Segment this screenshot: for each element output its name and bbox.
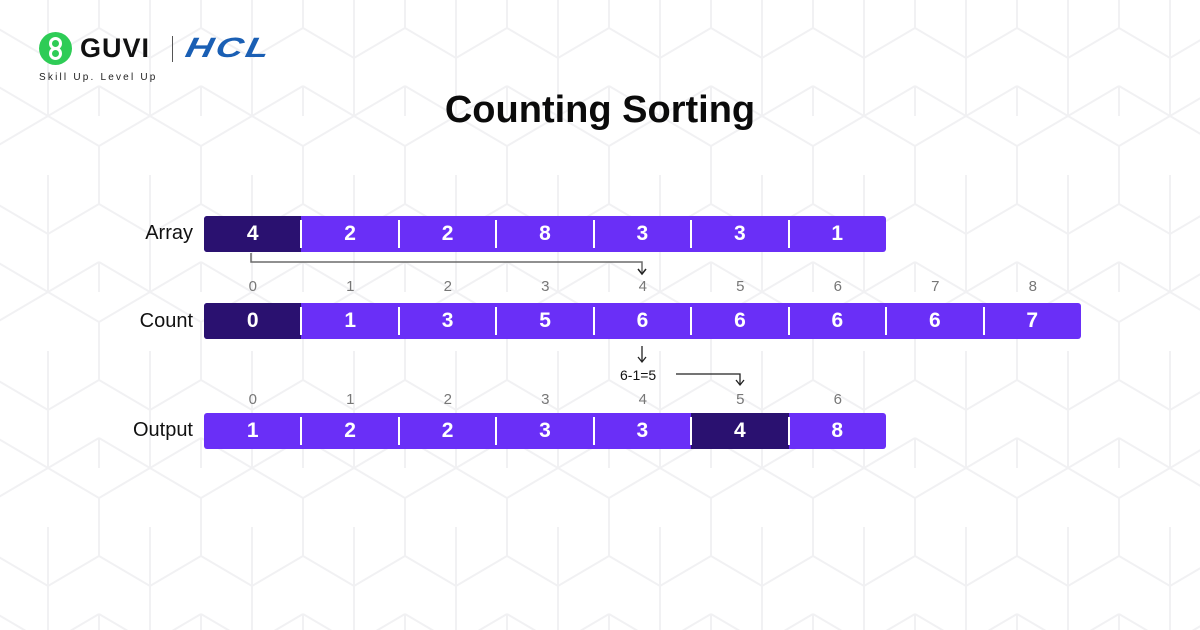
output-cell: 1 — [246, 419, 259, 442]
output-cell: 4 — [690, 413, 789, 449]
count-cell: 3 — [397, 303, 496, 339]
output-cell: 8 — [787, 413, 886, 449]
array-cell: 3 — [592, 216, 691, 252]
output-cell: 2 — [397, 413, 496, 449]
output-index: 2 — [443, 391, 452, 408]
array-cell: 8 — [495, 216, 593, 252]
count-cell: 6 — [592, 303, 691, 339]
count-index: 7 — [931, 278, 940, 295]
array-cell: 2 — [300, 216, 398, 252]
count-index: 2 — [443, 278, 452, 295]
logo-divider — [172, 36, 173, 62]
count-index: 0 — [248, 278, 257, 295]
array-cell: 1 — [787, 216, 886, 252]
output-index: 6 — [833, 391, 842, 408]
count-index: 3 — [541, 278, 550, 295]
count-cell: 7 — [982, 303, 1081, 339]
array-bar: 4 2 2 8 3 3 1 — [204, 216, 886, 252]
page-title: Counting Sorting — [444, 89, 756, 131]
array-cell: 3 — [690, 216, 788, 252]
brand-logo: GUVI HCL Skill Up. Level Up — [39, 30, 329, 90]
brand-tagline: Skill Up. Level Up — [39, 72, 158, 83]
output-label: Output — [132, 419, 193, 441]
count-index: 5 — [736, 278, 745, 295]
count-cell: 6 — [787, 303, 886, 339]
count-cell: 5 — [495, 303, 593, 339]
output-index: 5 — [736, 391, 745, 408]
output-cell: 2 — [300, 413, 398, 449]
output-cell: 3 — [592, 413, 691, 449]
output-cell: 3 — [495, 413, 593, 449]
count-cell: 0 — [204, 303, 302, 339]
array-cell: 4 — [204, 216, 302, 252]
count-cell: 6 — [885, 303, 983, 339]
count-label: Count — [139, 310, 193, 332]
output-index-row: 0 1 2 3 4 5 6 — [204, 391, 887, 408]
count-bar: 0 1 3 5 6 6 6 6 7 — [204, 303, 1081, 339]
hcl-wordmark: HCL — [182, 32, 276, 63]
output-index: 0 — [248, 391, 257, 408]
count-cell: 6 — [690, 303, 788, 339]
count-index: 6 — [833, 278, 842, 295]
count-index: 4 — [638, 278, 647, 295]
output-bar: 1 2 2 3 3 4 8 — [204, 413, 886, 449]
array-cell: 2 — [397, 216, 496, 252]
output-index: 3 — [541, 391, 550, 408]
count-index-row: 0 1 2 3 4 5 6 7 8 — [204, 278, 1082, 295]
array-label: Array — [145, 222, 193, 244]
guvi-g-icon — [39, 32, 72, 65]
guvi-wordmark: GUVI — [80, 33, 151, 63]
output-index: 1 — [346, 391, 355, 408]
step-calculation-note: 6-1=5 — [620, 367, 657, 383]
output-index: 4 — [638, 391, 647, 408]
count-cell: 1 — [300, 303, 398, 339]
count-index: 1 — [346, 278, 355, 295]
count-index: 8 — [1028, 278, 1037, 295]
